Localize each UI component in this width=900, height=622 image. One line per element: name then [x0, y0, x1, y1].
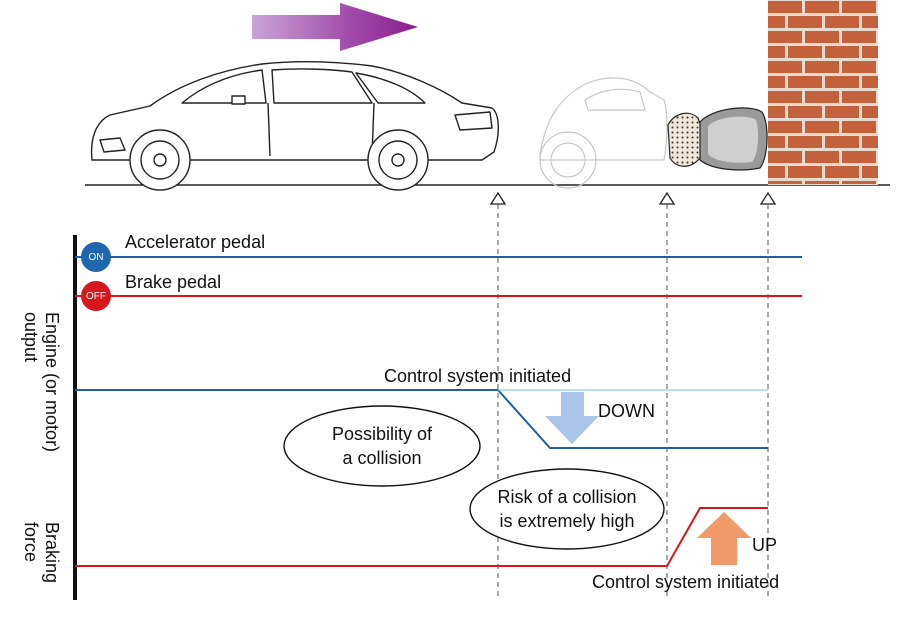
possibility-text: Possibility of a collision — [292, 422, 472, 470]
brick — [842, 31, 876, 43]
brick — [862, 166, 878, 178]
brick — [825, 46, 859, 58]
brick — [768, 16, 785, 28]
brick — [825, 16, 859, 28]
marker-1 — [489, 191, 507, 205]
brick — [805, 121, 839, 133]
risk-ellipse — [469, 468, 665, 550]
brick — [768, 91, 802, 103]
brick — [842, 181, 876, 184]
triangle-marker-icon — [489, 191, 777, 205]
brick — [805, 91, 839, 103]
up-arrow-icon — [697, 512, 751, 565]
on-badge: ON — [81, 242, 111, 272]
brick — [862, 136, 878, 148]
brick — [842, 151, 876, 163]
guide-lines — [497, 204, 769, 600]
brick — [805, 31, 839, 43]
brick — [768, 31, 802, 43]
engine-output-axis-label: Engine (or motor) output — [21, 312, 62, 453]
brick — [768, 121, 802, 133]
brick — [768, 151, 802, 163]
brick — [805, 1, 839, 13]
control-system-initiated-bottom: Control system initiated — [592, 572, 780, 592]
brick — [862, 46, 878, 58]
up-label: UP — [752, 535, 778, 555]
brick — [862, 106, 878, 118]
brick — [862, 16, 878, 28]
brick — [788, 46, 822, 58]
brick-wall-icon — [768, 0, 878, 185]
sedan-car-icon — [90, 61, 499, 191]
brick — [768, 61, 802, 73]
brick — [842, 91, 876, 103]
purple-right-arrow-icon — [252, 3, 418, 51]
brick — [825, 76, 859, 88]
risk-text-line2: is extremely high — [499, 511, 635, 531]
brick — [862, 76, 878, 88]
control-system-initiated-top: Control system initiated — [384, 366, 572, 386]
accelerator-pedal-label: Accelerator pedal — [125, 232, 266, 252]
brick — [768, 136, 785, 148]
risk-text-line1: Risk of a collision — [497, 487, 637, 507]
possibility-text-line1: Possibility of — [331, 424, 433, 444]
brick — [768, 1, 802, 13]
down-label: DOWN — [598, 401, 655, 421]
brick — [768, 46, 785, 58]
brick — [825, 106, 859, 118]
brick — [805, 61, 839, 73]
brick — [842, 1, 876, 13]
brick — [788, 166, 822, 178]
brick — [768, 76, 785, 88]
engine-output-line — [75, 389, 768, 449]
brick — [768, 181, 802, 184]
possibility-text-line2: a collision — [342, 448, 422, 468]
brick — [842, 121, 876, 133]
brick — [805, 151, 839, 163]
down-arrow-icon — [545, 392, 599, 444]
diagram-canvas — [73, 0, 890, 600]
faded-sedan-car-icon — [539, 77, 668, 189]
brick — [805, 181, 839, 184]
braking-force-axis-label: Braking force — [21, 522, 62, 584]
brick — [788, 106, 822, 118]
crushed-bumper-icon — [667, 107, 768, 171]
brake-pedal-label: Brake pedal — [125, 272, 222, 292]
off-badge: OFF — [81, 281, 111, 311]
brick — [842, 61, 876, 73]
brick — [825, 166, 859, 178]
brick — [788, 136, 822, 148]
risk-text: Risk of a collision is extremely high — [477, 485, 657, 533]
brick — [788, 16, 822, 28]
braking-force-line — [75, 507, 768, 567]
possibility-ellipse — [283, 405, 481, 487]
brick — [825, 136, 859, 148]
brick — [768, 166, 785, 178]
brick — [768, 106, 785, 118]
marker-3 — [759, 191, 777, 205]
marker-2 — [658, 191, 676, 205]
brick — [788, 76, 822, 88]
